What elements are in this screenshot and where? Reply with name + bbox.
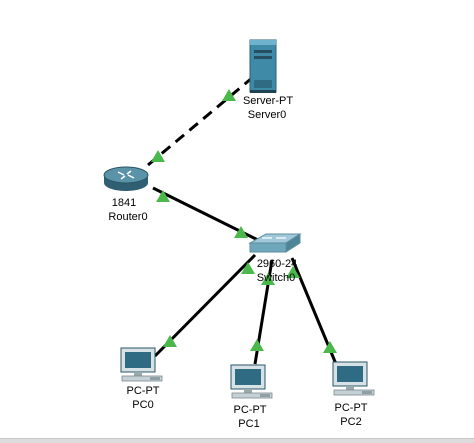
device-router0[interactable]: 1841 Router0 [103,166,149,223]
router-name-label: Router0 [108,211,147,223]
pc1-model-label: PC-PT [234,404,267,416]
switch-model-label: 2960-24 [257,258,297,270]
link-up-indicator [222,89,236,101]
device-pc1[interactable]: PC-PT PC1 [230,364,273,430]
server-name-label: Server0 [248,109,287,121]
server-model-label: Server-PT [243,95,293,107]
link-up-indicator [286,266,300,278]
link-up-indicator [250,339,264,351]
switch-name-label: Switch0 [257,272,296,284]
device-pc0[interactable]: PC-PT PC0 [120,347,163,411]
device-pc2[interactable]: PC-PT PC2 [332,361,375,428]
link-up-indicator [261,273,275,285]
pc-icon [332,361,375,396]
link-up-indicator [163,335,177,347]
pc2-name-label: PC2 [340,416,361,428]
pc0-name-label: PC0 [132,399,153,411]
link-up-indicator [241,262,255,274]
link-router-server[interactable] [147,76,253,167]
router-icon [103,166,149,191]
link-up-indicator [323,341,337,353]
pc0-model-label: PC-PT [127,385,160,397]
link-up-indicator [234,226,248,238]
pc2-model-label: PC-PT [335,402,368,414]
link-indicators [151,89,337,353]
pc-icon [120,347,163,382]
pc-icon [230,364,273,399]
link-up-indicator [156,190,170,202]
link-up-indicator [151,150,165,162]
device-server0[interactable]: Server-PT Server0 [243,39,293,121]
links [147,76,338,365]
server-icon [249,39,277,93]
canvas-bottom-edge [0,438,474,443]
switch-icon [248,233,302,253]
device-switch0[interactable]: 2960-24 Switch0 [248,233,302,284]
pc1-name-label: PC1 [238,418,259,430]
router-model-label: 1841 [112,197,136,209]
